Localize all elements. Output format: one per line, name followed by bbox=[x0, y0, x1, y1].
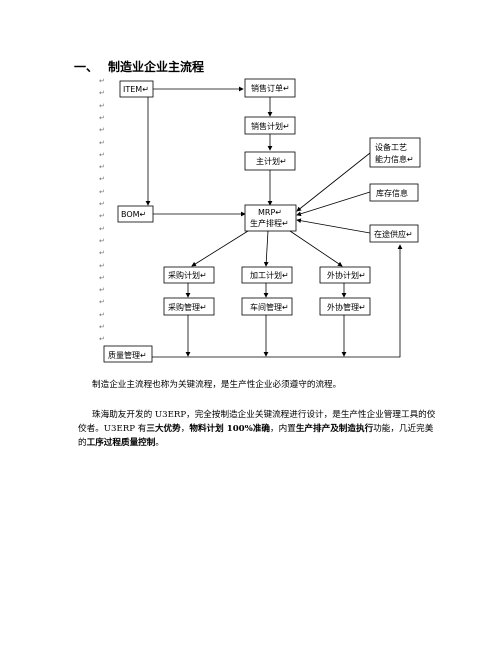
para-text-3: ，内置 bbox=[270, 424, 296, 434]
outsource-plan-box: 外协计划↵ bbox=[319, 266, 371, 284]
purchase-plan-label: 采购计划↵ bbox=[168, 270, 207, 280]
flow-connectors bbox=[145, 86, 403, 358]
paragraph-mark: ↵ bbox=[99, 286, 105, 295]
intro-paragraph: 珠海助友开发的 U3ERP，完全按制造企业关键流程进行设计，是生产性企业管理工具… bbox=[78, 408, 438, 450]
paragraph-mark: ↵ bbox=[99, 113, 105, 122]
process-plan-label: 加工计划↵ bbox=[250, 270, 289, 280]
sales-order-label: 销售订单↵ bbox=[251, 83, 290, 93]
inventory-label: 库存信息 bbox=[376, 188, 408, 198]
para-bold-material-plan: 物料计划 100%准确 bbox=[189, 424, 271, 434]
mrp-label-line1: MRP↵ bbox=[258, 208, 282, 217]
para-text-4: 功能，几近完美的 bbox=[78, 424, 434, 448]
outsource-mgmt-label: 外协管理↵ bbox=[327, 302, 366, 312]
flow-caption: 制造企业主流程也称为关键流程，是生产性企业必须遵守的流程。 bbox=[92, 380, 342, 390]
paragraph-mark: ↵ bbox=[99, 101, 105, 110]
paragraph-mark: ↵ bbox=[99, 335, 105, 344]
main-process-flowchart: ITEM↵ 销售订单↵ 销售计划↵ 主计划↵ BOM↵ MRP↵ 生产排程↵ 设… bbox=[103, 78, 421, 363]
section-number: 一、 bbox=[74, 60, 99, 74]
sales-order-box: 销售订单↵ bbox=[244, 78, 296, 98]
inventory-info-box: 库存信息 bbox=[369, 183, 419, 202]
para-bold-advantages: 三大优势 bbox=[146, 424, 181, 434]
quality-management-box: 质量管理↵ bbox=[103, 345, 153, 363]
bom-label: BOM↵ bbox=[121, 210, 146, 219]
equipment-label-line1: 设备工艺 bbox=[375, 142, 407, 152]
paragraph-mark: ↵ bbox=[99, 163, 105, 172]
mrp-label-line2: 生产排程↵ bbox=[250, 218, 289, 228]
process-plan-box: 加工计划↵ bbox=[241, 266, 293, 284]
purchase-management-box: 采购管理↵ bbox=[163, 297, 215, 316]
paragraph-mark: ↵ bbox=[99, 224, 105, 233]
section-title: 制造业企业主流程 bbox=[108, 60, 205, 74]
item-label: ITEM↵ bbox=[123, 85, 149, 94]
outsource-management-box: 外协管理↵ bbox=[319, 297, 371, 316]
quality-mgmt-label: 质量管理↵ bbox=[108, 350, 147, 360]
sales-plan-label: 销售计划↵ bbox=[251, 121, 290, 131]
paragraph-mark: ↵ bbox=[99, 77, 105, 85]
paragraph-mark: ↵ bbox=[99, 310, 105, 319]
equipment-capability-box: 设备工艺 能力信息↵ bbox=[369, 137, 421, 168]
mrp-box: MRP↵ 生产排程↵ bbox=[244, 204, 297, 232]
section-heading: 一、制造业企业主流程 bbox=[74, 58, 204, 75]
equipment-label-line2: 能力信息↵ bbox=[375, 154, 414, 164]
purchase-mgmt-label: 采购管理↵ bbox=[168, 302, 207, 312]
workshop-mgmt-label: 车间管理↵ bbox=[250, 302, 289, 312]
paragraph-mark: ↵ bbox=[99, 89, 105, 98]
paragraph-mark: ↵ bbox=[99, 236, 105, 245]
para-text-5: 。 bbox=[155, 438, 164, 448]
sales-plan-box: 销售计划↵ bbox=[244, 116, 296, 135]
para-text-1: 珠海助友开发的 U3ERP，完全按制造企业关键流程进行设计，是生产性企业管理工具… bbox=[78, 410, 436, 434]
paragraph-mark: ↵ bbox=[99, 175, 105, 184]
paragraph-mark: ↵ bbox=[99, 273, 105, 282]
paragraph-mark: ↵ bbox=[99, 212, 105, 221]
para-text-2: ， bbox=[180, 424, 190, 434]
paragraph-mark: ↵ bbox=[99, 187, 105, 196]
in-transit-supply-box: 在途供应↵ bbox=[369, 224, 419, 243]
para-bold-quality: 工序过程质量控制 bbox=[86, 438, 156, 448]
paragraph-mark: ↵ bbox=[99, 150, 105, 159]
item-box: ITEM↵ bbox=[119, 80, 154, 98]
paragraph-mark: ↵ bbox=[99, 323, 105, 331]
paragraph-mark: ↵ bbox=[99, 200, 105, 208]
workshop-management-box: 车间管理↵ bbox=[241, 297, 293, 316]
paragraph-mark: ↵ bbox=[99, 298, 105, 307]
in-transit-label: 在途供应↵ bbox=[374, 229, 413, 239]
purchase-plan-box: 采购计划↵ bbox=[163, 266, 215, 284]
master-plan-label: 主计划↵ bbox=[256, 156, 287, 166]
bom-box: BOM↵ bbox=[117, 205, 154, 223]
paragraph-mark: ↵ bbox=[99, 126, 105, 135]
paragraph-mark: ↵ bbox=[99, 138, 105, 147]
paragraph-mark: ↵ bbox=[99, 261, 105, 270]
para-bold-scheduling: 生产排产及制造执行 bbox=[295, 424, 374, 434]
paragraph-mark: ↵ bbox=[99, 249, 105, 258]
outsource-plan-label: 外协计划↵ bbox=[327, 270, 366, 280]
master-plan-box: 主计划↵ bbox=[244, 151, 296, 171]
